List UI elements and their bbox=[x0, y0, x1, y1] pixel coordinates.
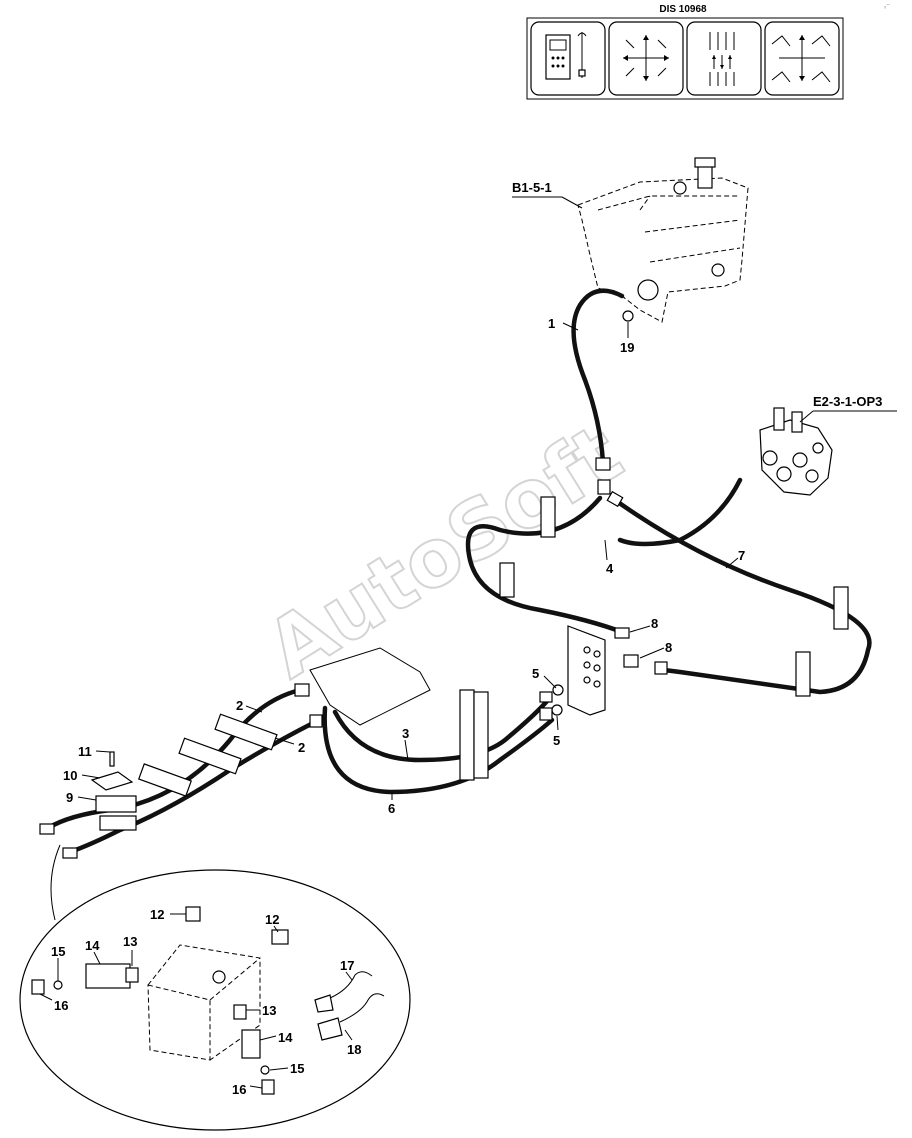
callout-11: 11 bbox=[78, 744, 92, 759]
boom-motion-icon bbox=[764, 21, 840, 96]
callout-13a: 13 bbox=[123, 934, 137, 949]
callout-2a: 2 bbox=[236, 698, 243, 713]
callout-8b: 8 bbox=[665, 640, 672, 655]
callout-2b: 2 bbox=[298, 740, 305, 755]
joystick-cross-icon bbox=[608, 21, 684, 96]
callouts: 1 2 2 3 4 5 5 6 7 8 8 9 10 11 19 12 12 1… bbox=[39, 316, 745, 1097]
tank-reference: B1-5-1 bbox=[512, 180, 552, 195]
corner-mark: ₓ⁼ bbox=[884, 3, 890, 10]
valve-reference: E2-3-1-OP3 bbox=[813, 394, 882, 409]
header-title: DIS 10968 bbox=[659, 4, 707, 15]
callout-16b: 16 bbox=[232, 1082, 246, 1097]
callout-18: 18 bbox=[347, 1042, 361, 1057]
callout-12b: 12 bbox=[265, 912, 279, 927]
header-panel: DIS 10968 bbox=[526, 4, 844, 100]
detail-ellipse bbox=[19, 844, 411, 1131]
fittings bbox=[39, 310, 668, 859]
callout-15b: 15 bbox=[290, 1061, 304, 1076]
callout-14b: 14 bbox=[278, 1030, 293, 1045]
callout-13b: 13 bbox=[262, 1003, 276, 1018]
callout-19: 19 bbox=[620, 340, 634, 355]
callout-9: 9 bbox=[66, 790, 73, 805]
control-panel-icon bbox=[530, 21, 606, 96]
callout-1: 1 bbox=[548, 316, 555, 331]
small-parts bbox=[90, 751, 134, 791]
control-valve bbox=[759, 407, 833, 496]
callout-3: 3 bbox=[402, 726, 409, 741]
mounting-plates bbox=[309, 625, 606, 726]
callout-17: 17 bbox=[340, 958, 354, 973]
callout-7: 7 bbox=[738, 548, 745, 563]
callout-16a: 16 bbox=[54, 998, 68, 1013]
callout-10: 10 bbox=[63, 768, 77, 783]
callout-12a: 12 bbox=[150, 907, 164, 922]
callout-6: 6 bbox=[388, 801, 395, 816]
arrows-icon bbox=[686, 21, 762, 96]
callout-5b: 5 bbox=[553, 733, 560, 748]
hydraulic-tank bbox=[577, 157, 749, 323]
callout-15a: 15 bbox=[51, 944, 65, 959]
callout-8a: 8 bbox=[651, 616, 658, 631]
callout-4: 4 bbox=[606, 561, 614, 576]
callout-5a: 5 bbox=[532, 666, 539, 681]
clamps bbox=[95, 496, 849, 831]
callout-14a: 14 bbox=[85, 938, 100, 953]
